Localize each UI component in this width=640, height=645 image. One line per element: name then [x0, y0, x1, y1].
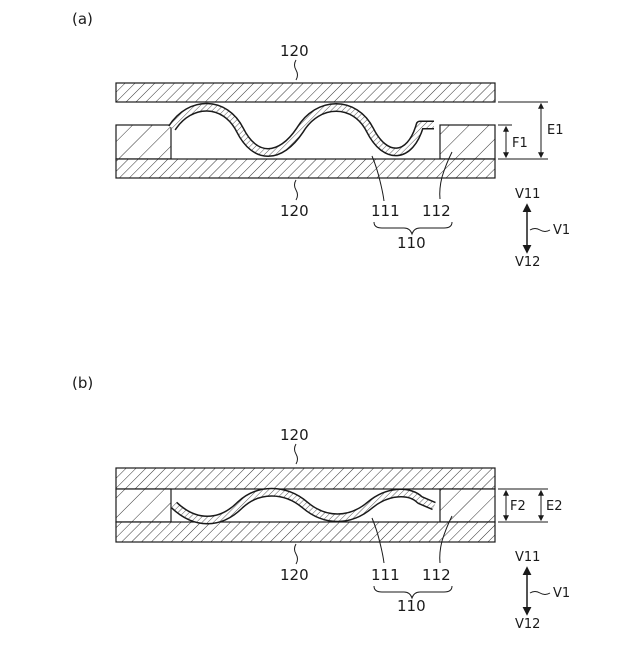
leader-v1 — [530, 592, 550, 595]
dim-label-e1: E1 — [547, 123, 564, 138]
side-block-right — [440, 489, 495, 522]
side-block-left — [116, 125, 171, 159]
dir-label-down: V12 — [515, 617, 540, 632]
leader-v1 — [530, 229, 550, 232]
bottom-plate — [116, 522, 495, 542]
label-111: 111 — [371, 202, 400, 220]
wavy-member — [172, 107, 434, 152]
label-111: 111 — [371, 566, 400, 584]
leader-top — [295, 444, 298, 464]
side-block-left — [116, 489, 171, 522]
plate-label-bottom: 120 — [280, 202, 309, 220]
top-plate — [116, 468, 495, 489]
dir-label-axis: V1 — [553, 586, 570, 601]
plate-label-top: 120 — [280, 426, 309, 444]
leader-bottom — [295, 544, 298, 564]
dim-label-f1: F1 — [512, 136, 528, 151]
dir-label-axis: V1 — [553, 223, 570, 238]
brace-110 — [374, 222, 452, 234]
label-110: 110 — [397, 597, 426, 615]
plate-label-top: 120 — [280, 42, 309, 60]
panel-a: (a) 120 120 111 112 110 F1 E1 V11 V12 — [72, 10, 570, 270]
dir-label-up: V11 — [515, 187, 540, 202]
side-block-right — [440, 125, 495, 159]
top-plate — [116, 83, 495, 102]
dim-label-f2: F2 — [510, 499, 526, 514]
label-112: 112 — [422, 566, 451, 584]
dir-label-up: V11 — [515, 550, 540, 565]
label-112: 112 — [422, 202, 451, 220]
bottom-plate — [116, 159, 495, 178]
leader-top — [295, 60, 298, 80]
dir-label-down: V12 — [515, 255, 540, 270]
panel-b: (b) 120 120 111 112 110 F2 E2 V11 V12 — [72, 374, 570, 632]
plate-label-bottom: 120 — [280, 566, 309, 584]
panel-label: (b) — [72, 374, 93, 392]
label-110: 110 — [397, 234, 426, 252]
dim-label-e2: E2 — [546, 499, 563, 514]
leader-bottom — [295, 180, 298, 200]
panel-label: (a) — [72, 10, 93, 28]
